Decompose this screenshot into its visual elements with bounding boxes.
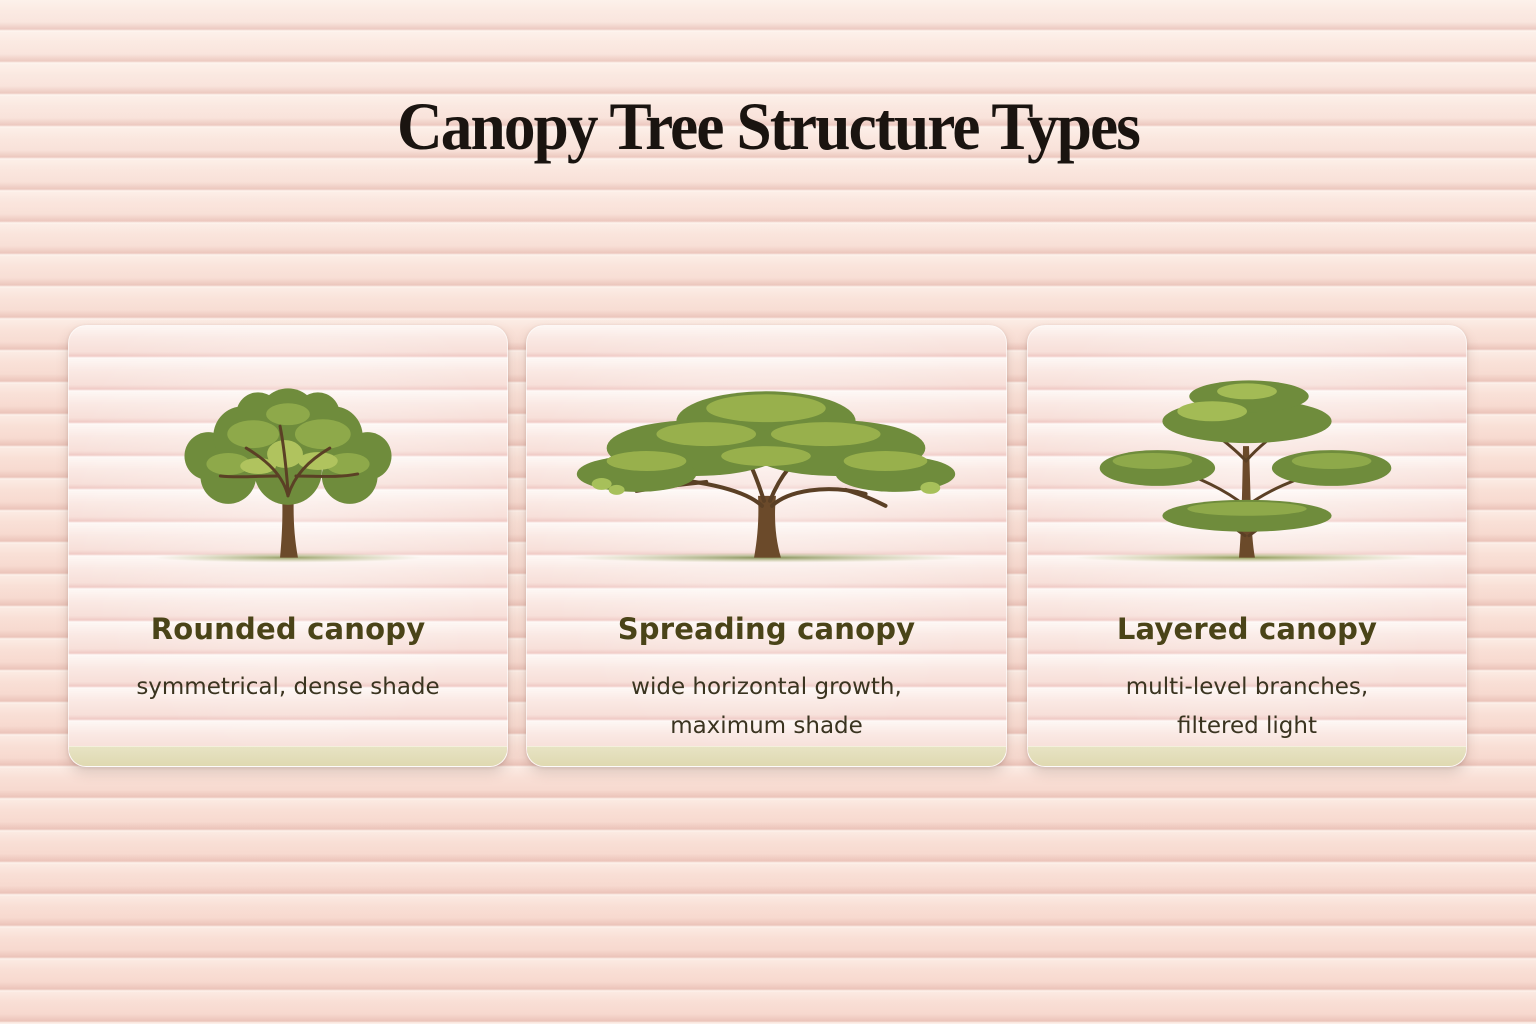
description-line: filtered light — [1176, 713, 1318, 739]
rounded-tree-illustration — [69, 366, 507, 566]
description-line: symmetrical, dense shade — [136, 674, 440, 700]
card-footer-band — [527, 746, 1006, 766]
card-spreading-canopy: Spreading canopy wide horizontal growth,… — [526, 325, 1007, 767]
page-title: Canopy Tree Structure Types — [396, 88, 1141, 164]
layered-tree-illustration — [1028, 366, 1466, 566]
spreading-tree-illustration — [527, 366, 1006, 566]
card-rounded-canopy: Rounded canopy symmetrical, dense shade — [68, 325, 508, 767]
card-footer-band — [1028, 746, 1466, 766]
spreading-tree-icon — [566, 391, 966, 563]
card-heading: Rounded canopy — [150, 612, 426, 646]
rounded-tree-icon — [153, 388, 423, 563]
description-line: multi-level branches, — [1125, 674, 1369, 700]
card-heading: Layered canopy — [1116, 612, 1378, 646]
card-description: multi-level branches, filtered light — [1028, 668, 1466, 746]
card-heading: Spreading canopy — [617, 612, 916, 646]
card-footer-band — [69, 746, 507, 766]
card-layered-canopy: Layered canopy multi-level branches, fil… — [1027, 325, 1467, 767]
description-line: wide horizontal growth, — [631, 674, 902, 700]
card-description: wide horizontal growth, maximum shade — [527, 668, 1006, 746]
description-line: maximum shade — [670, 713, 863, 739]
card-description: symmetrical, dense shade — [69, 668, 507, 707]
layered-tree-icon — [1072, 380, 1422, 563]
